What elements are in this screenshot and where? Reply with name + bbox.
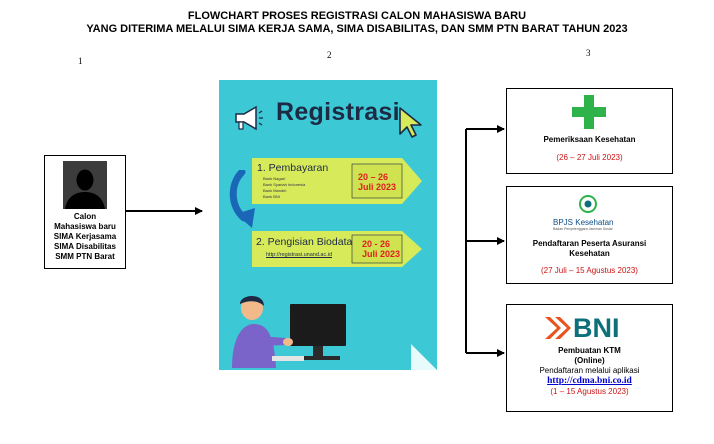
step1-date-line2: Juli 2023 [358, 182, 397, 192]
step1-bank-list: Bank Nagari Bank Syariah Indonesia Bank … [263, 176, 305, 200]
step2-banner [252, 231, 422, 267]
avatar [63, 161, 107, 209]
bpjs-logo-subtext: Badan Penyelenggara Jaminan Sosial [553, 227, 613, 231]
bpjs-insurance-box: BPJS Kesehatan Badan Penyelenggara Jamin… [506, 186, 673, 284]
title-line-1: FLOWCHART PROSES REGISTRASI CALON MAHASI… [187, 10, 527, 22]
bni-title-line2: (Online) [574, 356, 605, 365]
registration-url-link[interactable]: http://registrasi.unand.ac.id [266, 252, 333, 258]
bni-ktm-box: BNI Pembuatan KTM (Online) Pendaftaran m… [506, 304, 673, 412]
cursor-arrow-icon [399, 107, 422, 138]
person-silhouette-icon [63, 161, 107, 209]
bni-title-line1: Pembuatan KTM [558, 346, 621, 355]
student-line: Mahasiswa baru [54, 222, 116, 231]
bank-item: Bank Mandiri [263, 188, 287, 193]
bpjs-logo-text: BPJS Kesehatan [553, 218, 614, 227]
megaphone-icon [235, 105, 263, 131]
student-label: Calon Mahasiswa baru SIMA Kerjasama SIMA… [45, 212, 125, 262]
bpjs-date: (27 Juli – 15 Agustus 2023) [541, 266, 638, 275]
bpjs-title-line2: Kesehatan [569, 249, 610, 258]
step1-banner [252, 158, 422, 204]
poster-page-fold [411, 344, 437, 370]
bpjs-title-line1: Pendaftaran Peserta Asuransi [532, 239, 647, 248]
curved-down-arrow-icon [229, 170, 255, 228]
bank-item: Bank Syariah Indonesia [263, 182, 306, 187]
step1-date-line1: 20 – 26 [358, 172, 389, 182]
health-title: Pemeriksaan Kesehatan [543, 135, 636, 144]
student-line: SMM PTN Barat [55, 252, 115, 261]
bni-link-wrap: http://cdma.bni.co.id [507, 376, 672, 386]
health-date: (26 – 27 Juli 2023) [556, 153, 623, 162]
bni-logo-text: BNI [573, 313, 620, 343]
column-number-1: 1 [78, 56, 83, 66]
step1-title: 1. Pembayaran [257, 162, 329, 174]
medical-cross-icon [572, 95, 606, 129]
bank-item: Bank BNI [263, 194, 280, 199]
bni-logo-mark-icon [545, 317, 571, 339]
student-line: SIMA Disabilitas [54, 242, 116, 251]
poster-title: Registrasi [276, 98, 400, 126]
bank-item: Bank Nagari [263, 176, 286, 181]
student-line: Calon [73, 212, 97, 221]
column-number-3: 3 [586, 48, 591, 58]
step2-title: 2. Pengisian Biodata [256, 236, 353, 248]
step1-date: 20 – 26 Juli 2023 [358, 172, 396, 192]
bni-date: (1 – 15 Agustus 2023) [550, 387, 629, 396]
bpjs-logo-icon [579, 195, 597, 213]
student-box: Calon Mahasiswa baru SIMA Kerjasama SIMA… [44, 155, 126, 269]
bni-registration-link[interactable]: http://cdma.bni.co.id [547, 376, 632, 386]
health-check-box: Pemeriksaan Kesehatan (26 – 27 Juli 2023… [506, 88, 673, 174]
student-line: SIMA Kerjasama [53, 232, 117, 241]
person-at-computer-illustration [232, 296, 346, 368]
bni-subtitle: Pendaftaran melalui aplikasi [539, 366, 640, 375]
step2-date-line2: Juli 2023 [362, 249, 401, 259]
title-line-2: YANG DITERIMA MELALUI SIMA KERJA SAMA, S… [86, 23, 628, 35]
step2-date-line1: 20 - 26 [362, 239, 391, 249]
column-number-2: 2 [327, 50, 332, 60]
step2-date: 20 - 26 Juli 2023 [362, 239, 400, 259]
